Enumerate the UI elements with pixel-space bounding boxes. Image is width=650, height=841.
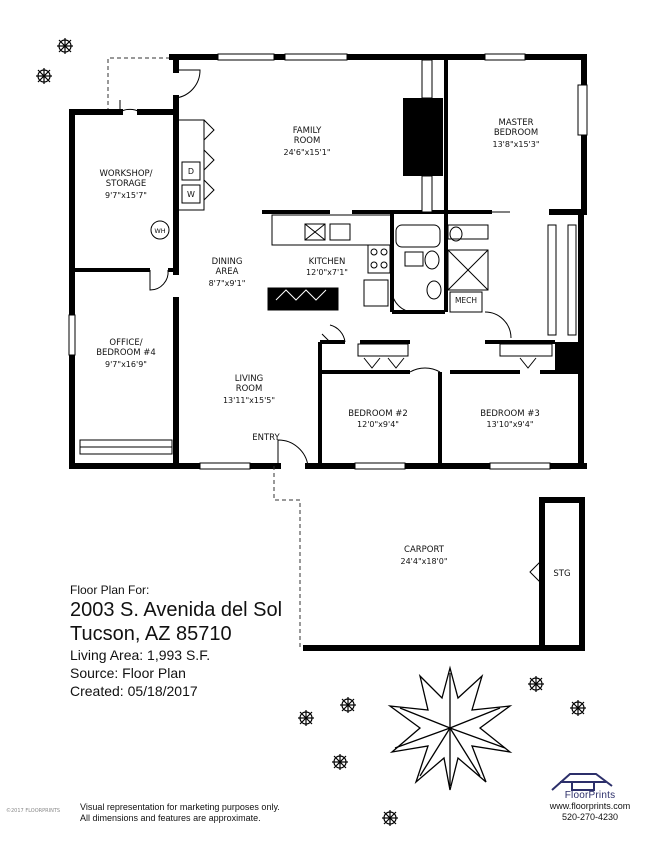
windows — [68, 53, 588, 470]
fireplace — [403, 59, 443, 213]
shrub-icon — [298, 710, 314, 726]
bedroom-2-label: BEDROOM #2 — [348, 409, 408, 419]
shrub-icon — [570, 700, 586, 716]
kitchen-label: KITCHEN — [309, 257, 346, 267]
brand-url: www.floorprints.com — [549, 801, 631, 811]
bathroom-fixtures — [395, 224, 489, 313]
door-swings — [119, 69, 512, 467]
shrubs — [36, 38, 586, 826]
bedroom-2-dims: 12'0"x9'4" — [357, 420, 399, 429]
bedroom-3-dims: 13'10"x9'4" — [486, 420, 533, 429]
dryer-label: D — [188, 167, 194, 176]
svg-text:ROOM: ROOM — [236, 384, 263, 394]
master-bedroom-dims: 13'8"x15'3" — [492, 140, 539, 149]
property-info: Floor Plan For: 2003 S. Avenida del Sol … — [70, 582, 282, 700]
disclaimer-line-1: Visual representation for marketing purp… — [80, 802, 280, 812]
family-room-dims: 24'6"x15'1" — [283, 148, 330, 157]
dining-area-label: DINING — [212, 257, 243, 267]
carport-label: CARPORT — [404, 545, 445, 555]
shrub-icon — [528, 676, 544, 692]
living-room-label: LIVING — [235, 374, 264, 384]
address-line-2: Tucson, AZ 85710 — [70, 623, 232, 645]
dining-area-dims: 8'7"x9'1" — [209, 279, 246, 288]
copyright: ©2017 FLOORPRINTS — [6, 808, 61, 814]
shrub-icon — [382, 810, 398, 826]
kitchen-fixtures — [267, 214, 393, 311]
column — [555, 342, 581, 370]
tree-icon — [387, 665, 513, 791]
storage-label: STG — [553, 569, 570, 579]
svg-text:BEDROOM #4: BEDROOM #4 — [96, 348, 156, 358]
patio-outline — [107, 57, 172, 112]
workshop-dims: 9'7"x15'7" — [105, 191, 147, 200]
created-date: Created: 05/18/2017 — [70, 683, 198, 699]
room-labels: FAMILY ROOM 24'6"x15'1" MASTER BEDROOM 1… — [96, 118, 570, 579]
office-dims: 9'7"x16'9" — [105, 360, 147, 369]
info-header: Floor Plan For: — [70, 583, 150, 597]
laundry-closet — [177, 119, 205, 211]
shrub-icon — [332, 754, 348, 770]
floorprints-logo-icon — [551, 773, 613, 791]
carport — [273, 466, 585, 651]
family-room-label: FAMILY — [293, 126, 322, 136]
office-label: OFFICE/ — [109, 338, 142, 348]
shrub-icon — [340, 697, 356, 713]
brand-phone: 520-270-4230 — [561, 812, 619, 822]
svg-text:AREA: AREA — [216, 267, 239, 277]
brand: FloorPrints www.floorprints.com 520-270-… — [540, 768, 640, 823]
svg-text:BEDROOM: BEDROOM — [494, 128, 538, 138]
shrub-icon — [36, 68, 52, 84]
master-bedroom-label: MASTER — [498, 118, 533, 128]
workshop-label: WORKSHOP/ — [99, 169, 152, 179]
mech-label: MECH — [455, 296, 477, 305]
svg-text:ROOM: ROOM — [294, 136, 321, 146]
living-room-dims: 13'11"x15'5" — [223, 396, 275, 405]
water-heater — [150, 220, 170, 240]
closet-doors — [203, 119, 553, 369]
washer-label: W — [187, 190, 195, 199]
shrub-icon — [57, 38, 73, 54]
kitchen-dims: 12'0"x7'1" — [306, 268, 348, 277]
source: Source: Floor Plan — [70, 665, 186, 681]
bedroom-3-label: BEDROOM #3 — [480, 409, 540, 419]
water-heater-label: WH — [154, 227, 165, 235]
brand-name: FloorPrints — [564, 790, 616, 801]
entry-label: ENTRY — [252, 433, 280, 443]
disclaimer-line-2: All dimensions and features are approxim… — [80, 813, 261, 823]
carport-dims: 24'4"x18'0" — [400, 557, 447, 566]
disclaimer: Visual representation for marketing purp… — [80, 802, 280, 824]
svg-text:STORAGE: STORAGE — [106, 179, 146, 189]
living-area: Living Area: 1,993 S.F. — [70, 647, 211, 663]
address-line-1: 2003 S. Avenida del Sol — [70, 599, 283, 621]
